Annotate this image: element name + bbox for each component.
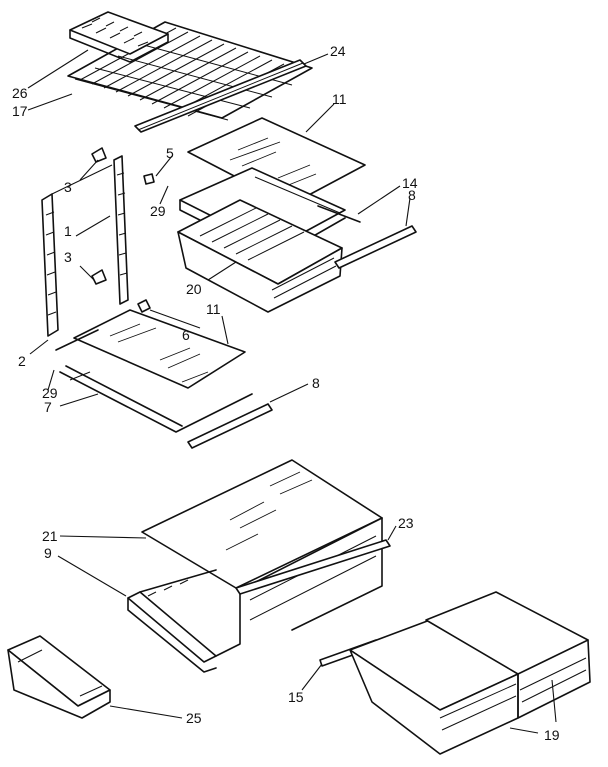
label-6: 6 <box>182 327 190 343</box>
label-11-upper: 11 <box>332 91 347 107</box>
ladder-right-1 <box>113 155 129 305</box>
label-19: 19 <box>544 727 560 743</box>
support-rail-14 <box>317 205 361 223</box>
label-25: 25 <box>186 710 202 726</box>
ice-tray <box>69 11 169 63</box>
label-24: 24 <box>330 43 346 59</box>
crisper-drawer-right <box>425 591 591 719</box>
label-8-lower: 8 <box>312 375 320 391</box>
label-23: 23 <box>398 515 414 531</box>
shelf-rail-24 <box>134 59 307 133</box>
shelf-supports <box>91 147 155 313</box>
crisper-frame-9 <box>127 517 383 673</box>
label-7: 7 <box>44 399 52 415</box>
label-9: 9 <box>44 545 52 561</box>
glass-shelf-lower <box>73 309 246 389</box>
ladder-left-2 <box>41 164 113 337</box>
side-rod-8-upper <box>334 225 417 269</box>
front-rail-23 <box>235 539 391 595</box>
label-1: 1 <box>64 223 72 239</box>
label-29-lower: 29 <box>42 385 58 401</box>
shelf-frame-7 <box>55 329 253 433</box>
label-26: 26 <box>12 85 28 101</box>
side-rod-8-lower <box>187 403 273 449</box>
label-29-upper: 29 <box>150 203 166 219</box>
label-8-upper: 8 <box>408 187 416 203</box>
label-3-lower: 3 <box>64 249 72 265</box>
label-3-upper: 3 <box>64 179 72 195</box>
label-20: 20 <box>186 281 202 297</box>
label-11-lower: 11 <box>206 301 221 317</box>
label-14: 14 <box>402 175 418 191</box>
label-15: 15 <box>288 689 304 705</box>
glass-shelf-21 <box>141 459 383 589</box>
label-21: 21 <box>42 528 58 544</box>
label-2: 2 <box>18 353 26 369</box>
leader-lines <box>27 49 557 734</box>
crisper-drawer <box>177 199 343 313</box>
door-bin-25 <box>7 635 111 719</box>
label-5: 5 <box>166 145 174 161</box>
label-17: 17 <box>12 103 28 119</box>
